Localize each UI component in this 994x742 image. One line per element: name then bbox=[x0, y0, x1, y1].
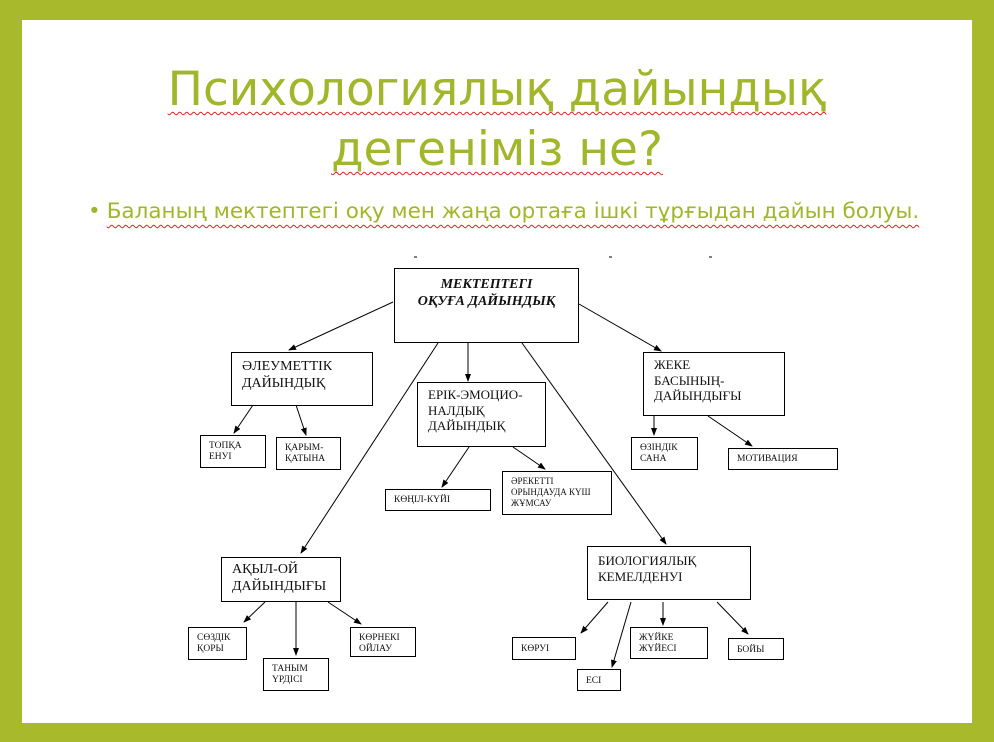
box-text: ДАЙЫНДЫҒЫ bbox=[232, 578, 327, 594]
box-text: ЖҮЙЕСІ bbox=[639, 644, 677, 655]
arrow bbox=[707, 415, 753, 447]
box-text: БИОЛОГИЯЛЫҚ bbox=[598, 553, 697, 568]
box-text: ЕСІ bbox=[586, 676, 602, 686]
box-text: БАСЫНЫҢ- bbox=[654, 372, 725, 388]
box-text: ЖЕКЕ bbox=[654, 357, 691, 372]
box-text: КӨРНЕКІ bbox=[359, 633, 400, 643]
box-text: САНА bbox=[640, 454, 667, 465]
arrow bbox=[578, 303, 662, 352]
box-text: КӨРУІ bbox=[521, 644, 550, 654]
arrow bbox=[611, 601, 632, 668]
box-text: ЕРІК-ЭМОЦИО- bbox=[428, 387, 523, 402]
box-text: АҚЫЛ-ОЙ bbox=[232, 562, 299, 577]
box-text: СӨЗДІК bbox=[197, 633, 231, 643]
box-text: ЖҰМСАУ bbox=[511, 497, 552, 508]
arrow bbox=[512, 446, 546, 470]
bullet-point: •Баланың мектептегі оқу мен жаңа ортаға … bbox=[88, 199, 919, 224]
kongil-box: КӨҢІЛ-КҮЙІ bbox=[385, 489, 491, 511]
box-text: НАЛДЫҚ bbox=[428, 402, 485, 418]
box-text: ТАНЫМ bbox=[272, 664, 308, 674]
karym-box: ҚАРЫМ-ҚАТЫНА bbox=[276, 437, 341, 470]
slide bbox=[22, 20, 972, 723]
box-text: ДАЙЫНДЫҚ bbox=[428, 418, 506, 434]
arrow bbox=[300, 342, 439, 554]
esi-box: ЕСІ bbox=[577, 669, 621, 691]
box-text: КЕМЕЛДЕНУІ bbox=[598, 568, 683, 584]
koruі-box: КӨРУІ bbox=[512, 637, 576, 660]
bullet-icon: • bbox=[88, 199, 101, 224]
box-text: КӨҢІЛ-КҮЙІ bbox=[394, 495, 451, 505]
box-text: БОЙЫ bbox=[737, 645, 765, 655]
box-text: дегеніміз не? bbox=[331, 122, 663, 177]
box-text: МОТИВАЦИЯ bbox=[737, 454, 798, 464]
arrow bbox=[243, 601, 266, 623]
box-text: ӘРЕКЕТТІ bbox=[511, 476, 554, 486]
bullet-text: Баланың мектептегі оқу мен жаңа ортаға і… bbox=[106, 199, 920, 224]
box-text: ҚАТЫНА bbox=[285, 454, 326, 465]
slide-title-line2: дегеніміз не? bbox=[0, 120, 994, 180]
arrow bbox=[233, 404, 254, 434]
box-text: ОЙЛАУ bbox=[359, 644, 392, 655]
box-text: ӨЗІНДІК bbox=[640, 443, 678, 453]
box-text: ӘЛЕУМЕТТІК bbox=[242, 359, 333, 374]
box-text: ДАЙЫНДЫҚ bbox=[242, 375, 326, 391]
arrow bbox=[521, 342, 667, 545]
motivation-box: МОТИВАЦИЯ bbox=[728, 448, 838, 470]
arrow bbox=[327, 601, 362, 625]
boyi-box: БОЙЫ bbox=[728, 638, 784, 660]
box-text: ОҚУҒА ДАЙЫНДЫҚ bbox=[417, 293, 556, 309]
slide-title-line1: Психологиялық дайындық bbox=[0, 60, 994, 120]
box-text: ҚАРЫМ- bbox=[285, 443, 324, 453]
arrow bbox=[441, 446, 470, 488]
box-text: ДАЙЫНДЫҒЫ bbox=[654, 388, 742, 404]
box-text: ЕНУІ bbox=[209, 452, 232, 463]
box-text: Психологиялық дайындық bbox=[167, 62, 827, 117]
box-text: ҮРДІСІ bbox=[272, 675, 303, 686]
box-text: ТОПҚА bbox=[209, 441, 242, 451]
arrow bbox=[716, 601, 749, 635]
box-text: ОРЫНДАУДА КҮШ bbox=[511, 486, 591, 497]
box-text: МЕКТЕПТЕГІ bbox=[440, 277, 533, 292]
box-text: ЖҮЙКЕ bbox=[639, 633, 674, 643]
arrow bbox=[295, 404, 307, 436]
box-text: ҚОРЫ bbox=[197, 644, 224, 655]
arrow bbox=[288, 301, 394, 351]
arrow bbox=[580, 601, 609, 634]
